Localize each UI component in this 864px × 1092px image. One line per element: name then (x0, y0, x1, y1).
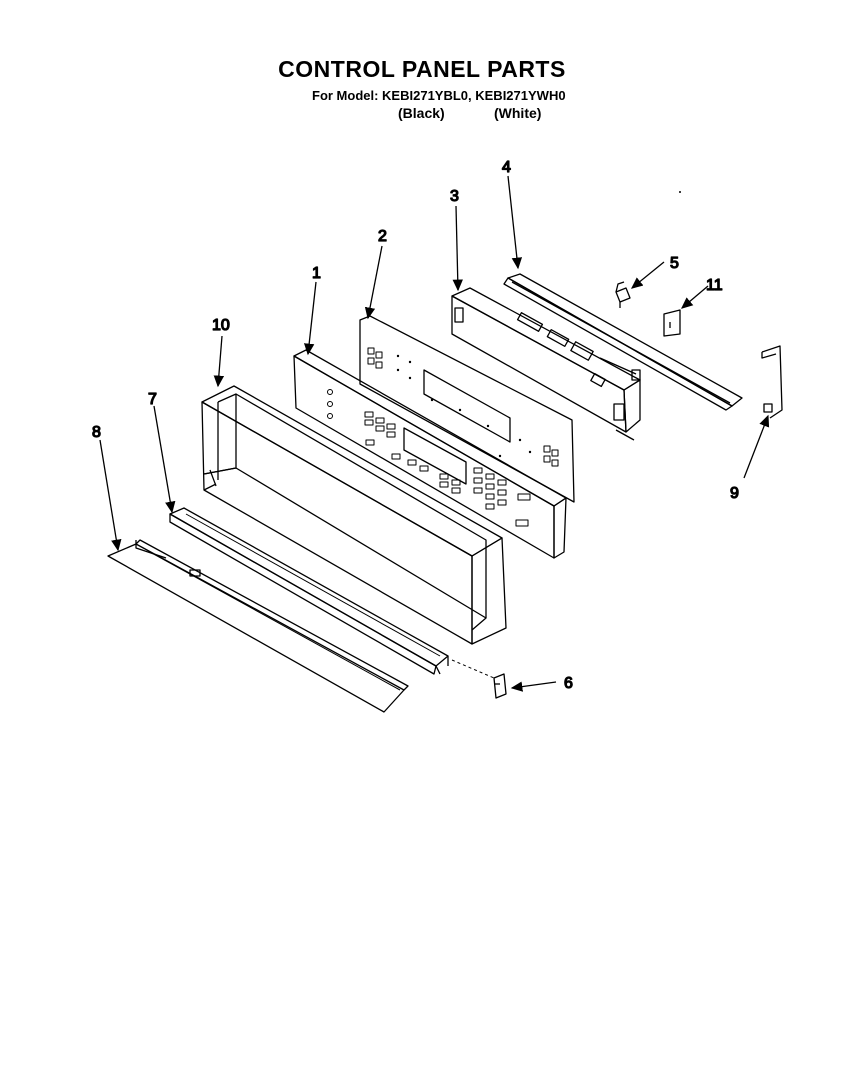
variant-black-label: (Black) (398, 105, 445, 121)
part-1-control-panel (293, 349, 567, 559)
diagram-title: CONTROL PANEL PARTS (278, 56, 566, 82)
part-6-guide-line (451, 659, 495, 679)
callout-3: 3 (450, 188, 459, 205)
part-7-lower-channel (169, 507, 449, 675)
callout-6: 6 (564, 675, 573, 692)
callout-10: 10 (212, 317, 230, 334)
part-9-wire-bracket (761, 345, 783, 419)
stray-mark (679, 191, 681, 193)
callout-2: 2 (378, 228, 387, 245)
part-8-bottom-trim (107, 539, 409, 713)
part-5-small-bracket (615, 281, 631, 308)
callout-5: 5 (670, 255, 679, 272)
part-11-spring-clip (663, 309, 681, 337)
part-10-bezel-frame (201, 385, 507, 645)
callout-4: 4 (502, 159, 511, 176)
part-6-clip (493, 673, 507, 699)
part-2-membrane-overlay (359, 315, 575, 503)
callout-8: 8 (92, 424, 101, 441)
callout-7: 7 (148, 391, 157, 408)
leader-lines (99, 175, 770, 692)
callout-1: 1 (312, 265, 321, 282)
part-3-control-bracket (451, 287, 641, 441)
model-numbers: For Model: KEBI271YBL0, KEBI271YWH0 (312, 88, 566, 103)
part-4-top-trim (503, 273, 743, 411)
variant-white-label: (White) (494, 105, 542, 121)
callout-11: 11 (706, 277, 723, 294)
callout-9: 9 (730, 485, 739, 502)
